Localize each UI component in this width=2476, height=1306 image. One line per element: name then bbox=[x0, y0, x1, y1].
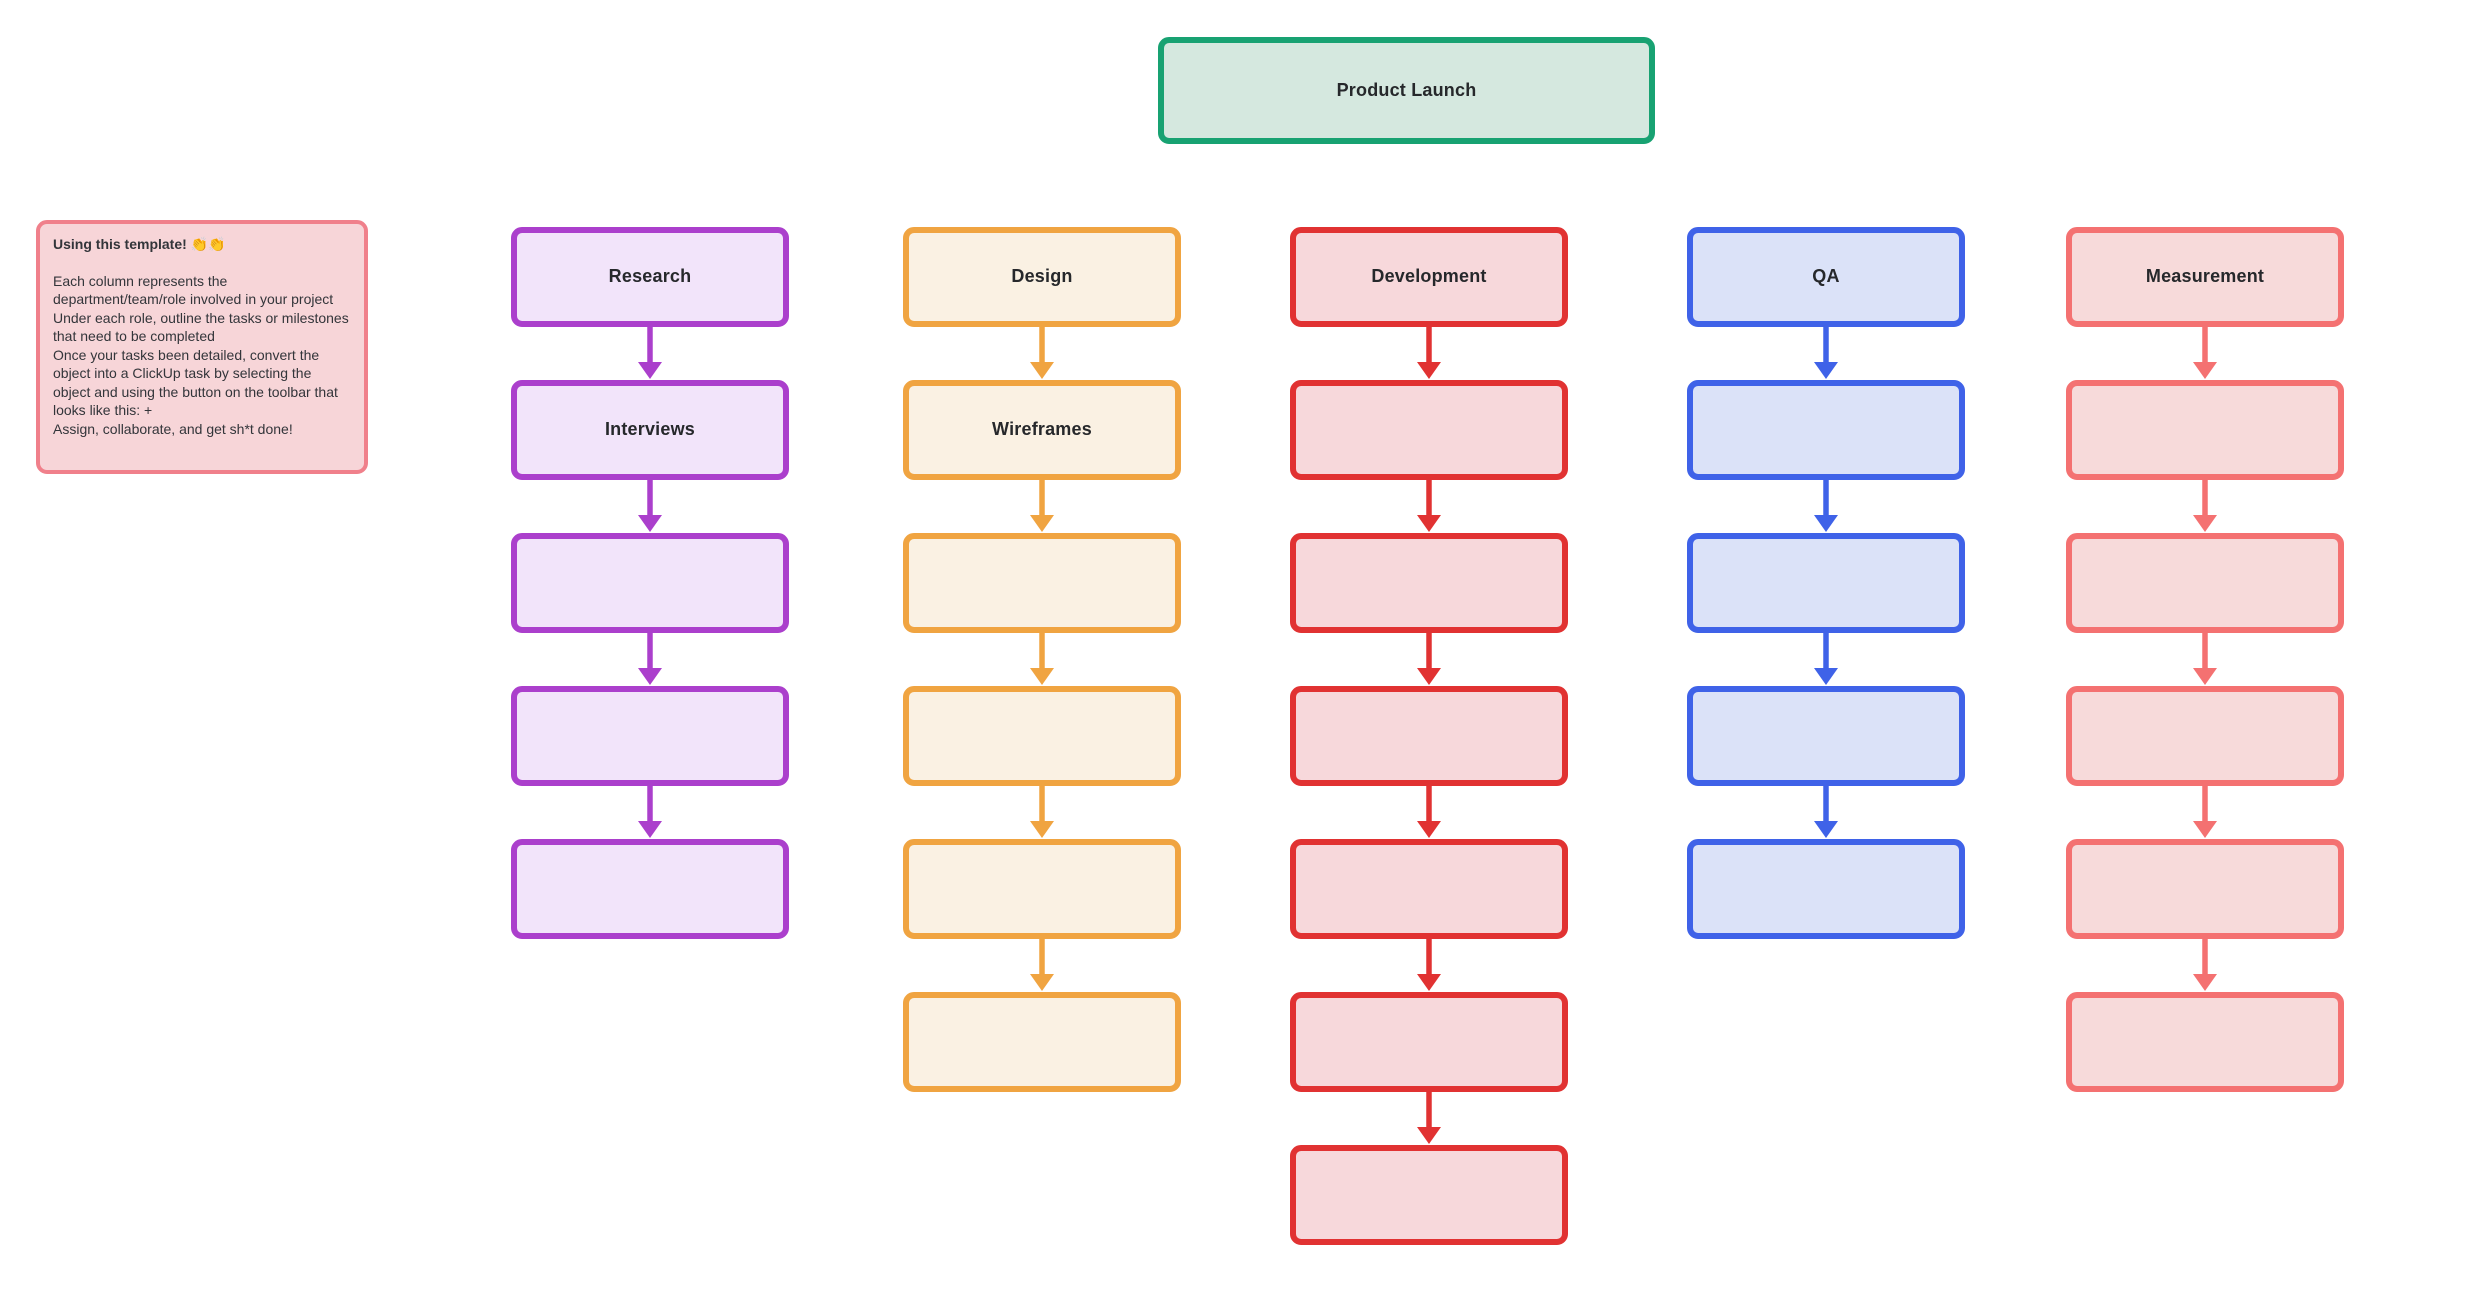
node-design-0-label: Design bbox=[1011, 266, 1073, 287]
connector-arrow-design-1[interactable] bbox=[1026, 480, 1058, 533]
connector-arrow-research-2[interactable] bbox=[634, 633, 666, 686]
connector-arrow-measurement-2[interactable] bbox=[2189, 633, 2221, 686]
note-line: Under each role, outline the tasks or mi… bbox=[53, 309, 349, 345]
connector-arrow-research-3[interactable] bbox=[634, 786, 666, 839]
node-measurement-4[interactable] bbox=[2066, 839, 2344, 939]
node-qa-2[interactable] bbox=[1687, 533, 1965, 633]
node-design-4[interactable] bbox=[903, 839, 1181, 939]
connector-arrow-design-0[interactable] bbox=[1026, 327, 1058, 380]
node-research-0-label: Research bbox=[608, 266, 692, 287]
node-product-launch[interactable]: Product Launch bbox=[1158, 37, 1655, 144]
connector-arrow-development-0[interactable] bbox=[1413, 327, 1445, 380]
connector-arrow-qa-3[interactable] bbox=[1810, 786, 1842, 839]
node-research-1[interactable]: Interviews bbox=[511, 380, 789, 480]
connector-arrow-development-3[interactable] bbox=[1413, 786, 1445, 839]
node-qa-3[interactable] bbox=[1687, 686, 1965, 786]
node-measurement-2[interactable] bbox=[2066, 533, 2344, 633]
node-development-0[interactable]: Development bbox=[1290, 227, 1568, 327]
node-research-4[interactable] bbox=[511, 839, 789, 939]
node-qa-4[interactable] bbox=[1687, 839, 1965, 939]
node-research-3[interactable] bbox=[511, 686, 789, 786]
node-design-3[interactable] bbox=[903, 686, 1181, 786]
note-title: Using this template! 👏👏 bbox=[53, 236, 226, 252]
note-line: Once your tasks been detailed, convert t… bbox=[53, 346, 338, 419]
node-research-0[interactable]: Research bbox=[511, 227, 789, 327]
node-development-6[interactable] bbox=[1290, 1145, 1568, 1245]
connector-arrow-development-4[interactable] bbox=[1413, 939, 1445, 992]
node-design-0[interactable]: Design bbox=[903, 227, 1181, 327]
note-line: Assign, collaborate, and get sh*t done! bbox=[53, 420, 293, 437]
note-body: Each column represents the department/te… bbox=[53, 272, 351, 439]
node-product-launch-label: Product Launch bbox=[1336, 79, 1477, 100]
node-qa-0-label: QA bbox=[1812, 266, 1840, 287]
connector-arrow-qa-2[interactable] bbox=[1810, 633, 1842, 686]
template-instructions-note[interactable]: Using this template! 👏👏 Each column repr… bbox=[36, 220, 368, 474]
note-line: Each column represents the department/te… bbox=[53, 272, 334, 308]
node-research-2[interactable] bbox=[511, 533, 789, 633]
node-measurement-1[interactable] bbox=[2066, 380, 2344, 480]
node-development-5[interactable] bbox=[1290, 992, 1568, 1092]
node-qa-0[interactable]: QA bbox=[1687, 227, 1965, 327]
node-development-4[interactable] bbox=[1290, 839, 1568, 939]
node-design-2[interactable] bbox=[903, 533, 1181, 633]
node-development-2[interactable] bbox=[1290, 533, 1568, 633]
connector-arrow-research-1[interactable] bbox=[634, 480, 666, 533]
connector-arrow-development-5[interactable] bbox=[1413, 1092, 1445, 1145]
connector-arrow-measurement-3[interactable] bbox=[2189, 786, 2221, 839]
connector-arrow-research-0[interactable] bbox=[634, 327, 666, 380]
node-development-0-label: Development bbox=[1371, 266, 1487, 287]
connector-arrow-development-2[interactable] bbox=[1413, 633, 1445, 686]
node-development-1[interactable] bbox=[1290, 380, 1568, 480]
connector-arrow-qa-1[interactable] bbox=[1810, 480, 1842, 533]
connector-arrow-development-1[interactable] bbox=[1413, 480, 1445, 533]
connector-arrow-qa-0[interactable] bbox=[1810, 327, 1842, 380]
node-design-1-label: Wireframes bbox=[992, 419, 1092, 440]
connector-arrow-measurement-0[interactable] bbox=[2189, 327, 2221, 380]
node-design-5[interactable] bbox=[903, 992, 1181, 1092]
connector-arrow-design-3[interactable] bbox=[1026, 786, 1058, 839]
node-research-1-label: Interviews bbox=[604, 419, 696, 440]
node-qa-1[interactable] bbox=[1687, 380, 1965, 480]
node-measurement-5[interactable] bbox=[2066, 992, 2344, 1092]
node-measurement-3[interactable] bbox=[2066, 686, 2344, 786]
connector-arrow-measurement-1[interactable] bbox=[2189, 480, 2221, 533]
node-measurement-0[interactable]: Measurement bbox=[2066, 227, 2344, 327]
node-development-3[interactable] bbox=[1290, 686, 1568, 786]
node-design-1[interactable]: Wireframes bbox=[903, 380, 1181, 480]
connector-arrow-design-2[interactable] bbox=[1026, 633, 1058, 686]
node-measurement-0-label: Measurement bbox=[2145, 266, 2265, 287]
connector-arrow-design-4[interactable] bbox=[1026, 939, 1058, 992]
connector-arrow-measurement-4[interactable] bbox=[2189, 939, 2221, 992]
